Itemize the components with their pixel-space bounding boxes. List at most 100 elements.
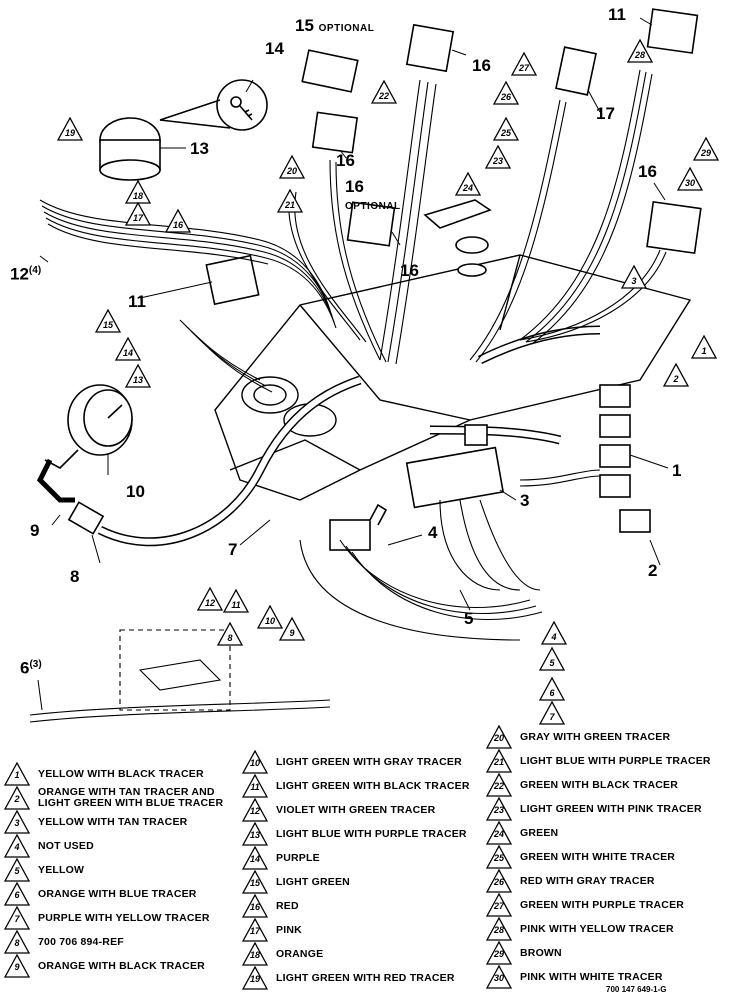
legend-label: GREEN WITH PURPLE TRACER xyxy=(520,898,685,911)
wire-tag-label: 21 xyxy=(284,200,295,210)
wire-tag-label: 5 xyxy=(549,658,555,668)
wire-bundles xyxy=(29,69,667,723)
wire-tags: 1918171615141320212223242526272829303121… xyxy=(56,38,720,725)
legend-label: RED xyxy=(276,899,299,912)
callout-9: 9 xyxy=(30,521,40,540)
legend-number: 18 xyxy=(249,950,260,960)
legend-number: 22 xyxy=(493,781,504,791)
legend-number: 24 xyxy=(493,829,504,839)
legend-item: 12 VIOLET WITH GREEN TRACER xyxy=(242,798,502,822)
legend-label: PURPLE WITH YELLOW TRACER xyxy=(38,911,210,924)
wire-tag-22 xyxy=(370,79,398,104)
triangle-icon: 18 xyxy=(242,942,268,966)
wire-tag-14 xyxy=(114,336,142,361)
triangle-icon: 11 xyxy=(242,774,268,798)
legend-number: 26 xyxy=(493,877,504,887)
legend-number: 19 xyxy=(249,974,260,984)
legend-item: 7 PURPLE WITH YELLOW TRACER xyxy=(4,906,264,930)
fitting xyxy=(67,501,105,535)
legend-label: ORANGE WITH TAN TRACER AND LIGHT GREEN W… xyxy=(38,786,224,809)
drawing-number: 700 147 649-1-G xyxy=(606,985,667,994)
legend-number: 15 xyxy=(249,878,260,888)
wire-tag-label: 9 xyxy=(289,628,294,638)
legend-number: 5 xyxy=(14,866,20,876)
legend-label: LIGHT GREEN WITH BLACK TRACER xyxy=(276,779,470,792)
triangle-icon: 16 xyxy=(242,894,268,918)
wire-tag-1 xyxy=(690,334,718,359)
leader-lines xyxy=(37,17,669,711)
callout-12: 12(4) xyxy=(10,264,42,284)
legend-number: 10 xyxy=(249,758,260,768)
legend-label: LIGHT GREEN WITH PINK TRACER xyxy=(520,802,702,815)
key-detail xyxy=(159,79,268,131)
legend-label: VIOLET WITH GREEN TRACER xyxy=(276,803,436,816)
wire-tag-23 xyxy=(484,144,512,169)
callout-6: 6(3) xyxy=(20,658,42,678)
wire-tag-16 xyxy=(164,208,192,233)
legend-label: PURPLE xyxy=(276,851,320,864)
triangle-icon: 7 xyxy=(4,906,30,930)
wire-tag-label: 19 xyxy=(65,128,75,138)
callout-11-top: 11 xyxy=(608,5,626,24)
triangle-icon: 15 xyxy=(242,870,268,894)
wire-tag-20 xyxy=(278,154,306,179)
callout-11-left: 11 xyxy=(128,292,146,311)
wire-tag-label: 16 xyxy=(173,220,184,230)
wire-tag-label: 28 xyxy=(634,50,645,60)
legend-item: 16 RED xyxy=(242,894,502,918)
triangle-icon: 19 xyxy=(242,966,268,990)
triangle-icon: 22 xyxy=(486,773,512,797)
wire-tag-label: 30 xyxy=(685,178,695,188)
triangle-icon: 23 xyxy=(486,797,512,821)
wire-tag-label: 24 xyxy=(462,183,473,193)
triangle-icon: 30 xyxy=(486,965,512,989)
wire-tag-label: 14 xyxy=(123,348,133,358)
legend-number: 25 xyxy=(493,853,504,863)
callout-16-top: 16 xyxy=(472,56,491,75)
wire-tag-label: 1 xyxy=(701,346,706,356)
triangle-icon: 4 xyxy=(4,834,30,858)
wire-tag-19 xyxy=(56,116,84,141)
wire-tag-13 xyxy=(124,363,152,388)
wire-tag-17 xyxy=(124,201,152,226)
wire-tag-label: 4 xyxy=(550,632,556,642)
legend-label: ORANGE WITH BLACK TRACER xyxy=(38,959,205,972)
wire-tag-3 xyxy=(620,264,648,289)
callout-4: 4 xyxy=(428,523,438,542)
wire-tag-9 xyxy=(278,616,306,641)
callout-5: 5 xyxy=(464,609,474,628)
legend-number: 1 xyxy=(14,770,20,780)
legend-label: LIGHT GREEN WITH GRAY TRACER xyxy=(276,755,462,768)
callout-15: 15 OPTIONAL xyxy=(295,16,375,35)
legend-label: ORANGE WITH BLUE TRACER xyxy=(38,887,197,900)
legend-label: GREEN xyxy=(520,826,559,839)
legend-number: 9 xyxy=(14,962,20,972)
wire-tag-21 xyxy=(276,188,304,213)
triangle-icon: 5 xyxy=(4,858,30,882)
wire-tag-7 xyxy=(538,700,566,725)
callout-17: 17 xyxy=(596,104,615,123)
legend-number: 13 xyxy=(249,830,260,840)
wire-tag-5 xyxy=(538,646,566,671)
legend-item: 9 ORANGE WITH BLACK TRACER xyxy=(4,954,264,978)
legend-label: YELLOW WITH BLACK TRACER xyxy=(38,767,204,780)
legend-number: 12 xyxy=(249,806,260,816)
wire-tag-label: 11 xyxy=(231,600,240,610)
triangle-icon: 20 xyxy=(486,725,512,749)
callout-13: 13 xyxy=(190,139,209,158)
callout-7: 7 xyxy=(228,540,238,559)
